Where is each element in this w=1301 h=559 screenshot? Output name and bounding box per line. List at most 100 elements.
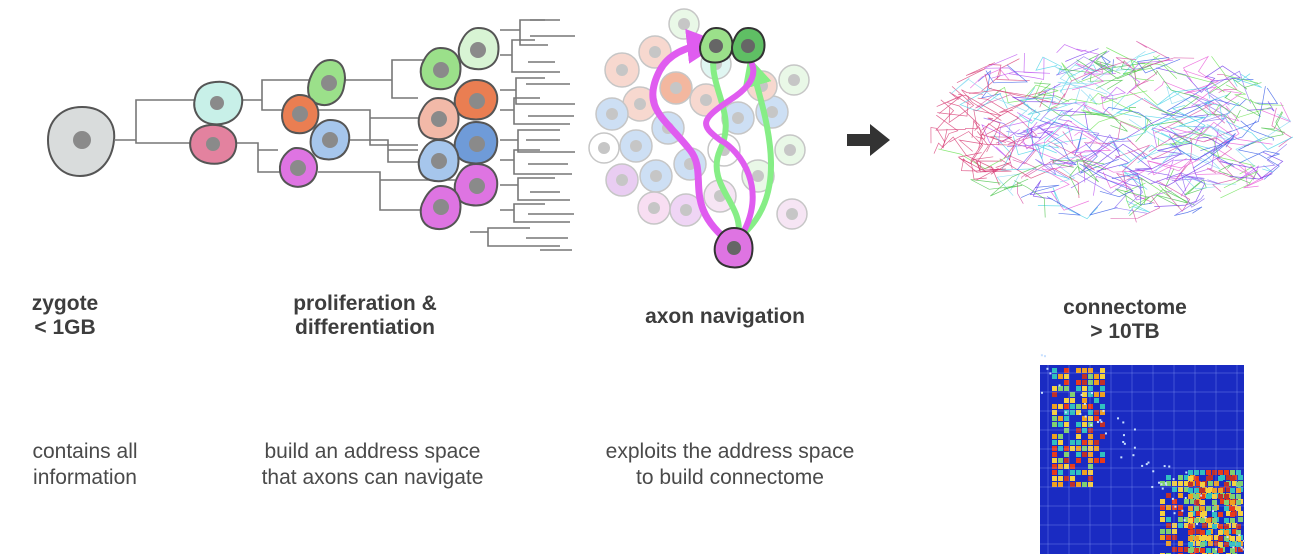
matrix-cell bbox=[1206, 488, 1211, 493]
matrix-cell bbox=[1058, 482, 1063, 487]
matrix-cell bbox=[1070, 476, 1075, 481]
matrix-cell bbox=[1178, 487, 1183, 492]
matrix-cell bbox=[1088, 386, 1093, 391]
matrix-cell bbox=[1208, 541, 1213, 546]
matrix-sparse-entry bbox=[1196, 523, 1198, 525]
matrix-cell bbox=[1208, 481, 1213, 486]
matrix-cell bbox=[1230, 548, 1235, 553]
matrix-cell bbox=[1188, 542, 1193, 547]
matrix-cell bbox=[1082, 470, 1087, 475]
matrix-cell bbox=[1076, 482, 1081, 487]
stage-title-zygote: zygote < 1GB bbox=[10, 292, 120, 340]
matrix-cell bbox=[1082, 380, 1087, 385]
matrix-cell bbox=[1100, 380, 1105, 385]
matrix-sparse-entry bbox=[1204, 517, 1206, 519]
matrix-cell bbox=[1082, 440, 1087, 445]
connectome-fiber bbox=[1230, 74, 1262, 87]
matrix-sparse-entry bbox=[1079, 413, 1081, 415]
connectome-tangle bbox=[931, 41, 1293, 222]
matrix-cell bbox=[1064, 416, 1069, 421]
matrix-sparse-entry bbox=[1181, 510, 1183, 512]
matrix-cell bbox=[1224, 506, 1229, 511]
matrix-cell bbox=[1088, 428, 1093, 433]
connectome-fiber bbox=[1115, 189, 1149, 216]
matrix-cell bbox=[1200, 542, 1205, 547]
connectome-fiber bbox=[1088, 81, 1126, 110]
matrix-cell bbox=[1230, 500, 1235, 505]
matrix-cell bbox=[1238, 517, 1243, 522]
matrix-cell bbox=[1088, 470, 1093, 475]
matrix-cell bbox=[1070, 440, 1075, 445]
matrix-cell bbox=[1224, 470, 1229, 475]
matrix-cell bbox=[1188, 470, 1193, 475]
matrix-cell bbox=[1052, 440, 1057, 445]
matrix-cell bbox=[1064, 422, 1069, 427]
matrix-cell bbox=[1094, 416, 1099, 421]
connectome-fiber bbox=[1184, 57, 1213, 83]
connectome-fiber bbox=[1057, 45, 1087, 53]
matrix-cell bbox=[1094, 374, 1099, 379]
matrix-cell bbox=[1238, 475, 1243, 480]
matrix-cell bbox=[1088, 380, 1093, 385]
matrix-cell bbox=[1070, 470, 1075, 475]
matrix-cell bbox=[1200, 488, 1205, 493]
matrix-cell bbox=[1094, 392, 1099, 397]
matrix-cell bbox=[1100, 434, 1105, 439]
generation-2-cells bbox=[190, 82, 242, 164]
matrix-sparse-entry bbox=[1134, 447, 1136, 449]
matrix-cell bbox=[1064, 374, 1069, 379]
matrix-cell bbox=[1082, 386, 1087, 391]
matrix-sparse-entry bbox=[1065, 411, 1067, 413]
connectome-fiber bbox=[937, 94, 968, 116]
matrix-cell bbox=[1076, 386, 1081, 391]
matrix-sparse-entry bbox=[1120, 456, 1122, 458]
matrix-cell bbox=[1100, 374, 1105, 379]
matrix-sparse-entry bbox=[1141, 465, 1143, 467]
matrix-cell bbox=[1188, 494, 1193, 499]
matrix-sparse-entry bbox=[1146, 463, 1148, 465]
matrix-cell bbox=[1088, 476, 1093, 481]
connectome-fiber bbox=[1090, 201, 1118, 215]
matrix-cell bbox=[1218, 536, 1223, 541]
matrix-cell bbox=[1224, 482, 1229, 487]
matrix-cell bbox=[1058, 476, 1063, 481]
matrix-cell bbox=[1178, 523, 1183, 528]
matrix-sparse-entry bbox=[1091, 392, 1093, 394]
matrix-cell bbox=[1188, 536, 1193, 541]
connectome-fiber bbox=[987, 118, 1001, 152]
matrix-cell bbox=[1206, 530, 1211, 535]
matrix-sparse-entry bbox=[1105, 432, 1107, 434]
source-neuron bbox=[715, 228, 753, 268]
matrix-cell bbox=[1100, 452, 1105, 457]
matrix-cell bbox=[1058, 446, 1063, 451]
matrix-cell bbox=[1076, 404, 1081, 409]
matrix-cell bbox=[1206, 494, 1211, 499]
matrix-sparse-entry bbox=[1238, 534, 1240, 536]
matrix-cell bbox=[1058, 404, 1063, 409]
matrix-cell bbox=[1088, 446, 1093, 451]
matrix-cell bbox=[1058, 422, 1063, 427]
matrix-cell bbox=[1070, 392, 1075, 397]
matrix-cell bbox=[1052, 470, 1057, 475]
matrix-cell bbox=[1172, 535, 1177, 540]
matrix-cell bbox=[1082, 374, 1087, 379]
matrix-cell bbox=[1094, 446, 1099, 451]
stage-title-connectome: connectome > 10TB bbox=[1040, 296, 1210, 344]
matrix-cell bbox=[1082, 446, 1087, 451]
matrix-cell bbox=[1100, 368, 1105, 373]
matrix-cell bbox=[1064, 458, 1069, 463]
connectome-fiber bbox=[1042, 168, 1089, 210]
matrix-cell bbox=[1230, 488, 1235, 493]
matrix-sparse-entry bbox=[1041, 354, 1043, 356]
matrix-sparse-entry bbox=[1215, 548, 1217, 550]
matrix-sparse-entry bbox=[1232, 546, 1234, 548]
matrix-cell bbox=[1094, 380, 1099, 385]
matrix-sparse-entry bbox=[1174, 512, 1176, 514]
transition-arrow-icon bbox=[847, 124, 890, 156]
matrix-cell bbox=[1160, 511, 1165, 516]
matrix-cell bbox=[1178, 481, 1183, 486]
matrix-sparse-entry bbox=[1097, 421, 1099, 423]
matrix-cell bbox=[1206, 506, 1211, 511]
matrix-cell bbox=[1166, 517, 1171, 522]
matrix-sparse-entry bbox=[1185, 472, 1187, 474]
